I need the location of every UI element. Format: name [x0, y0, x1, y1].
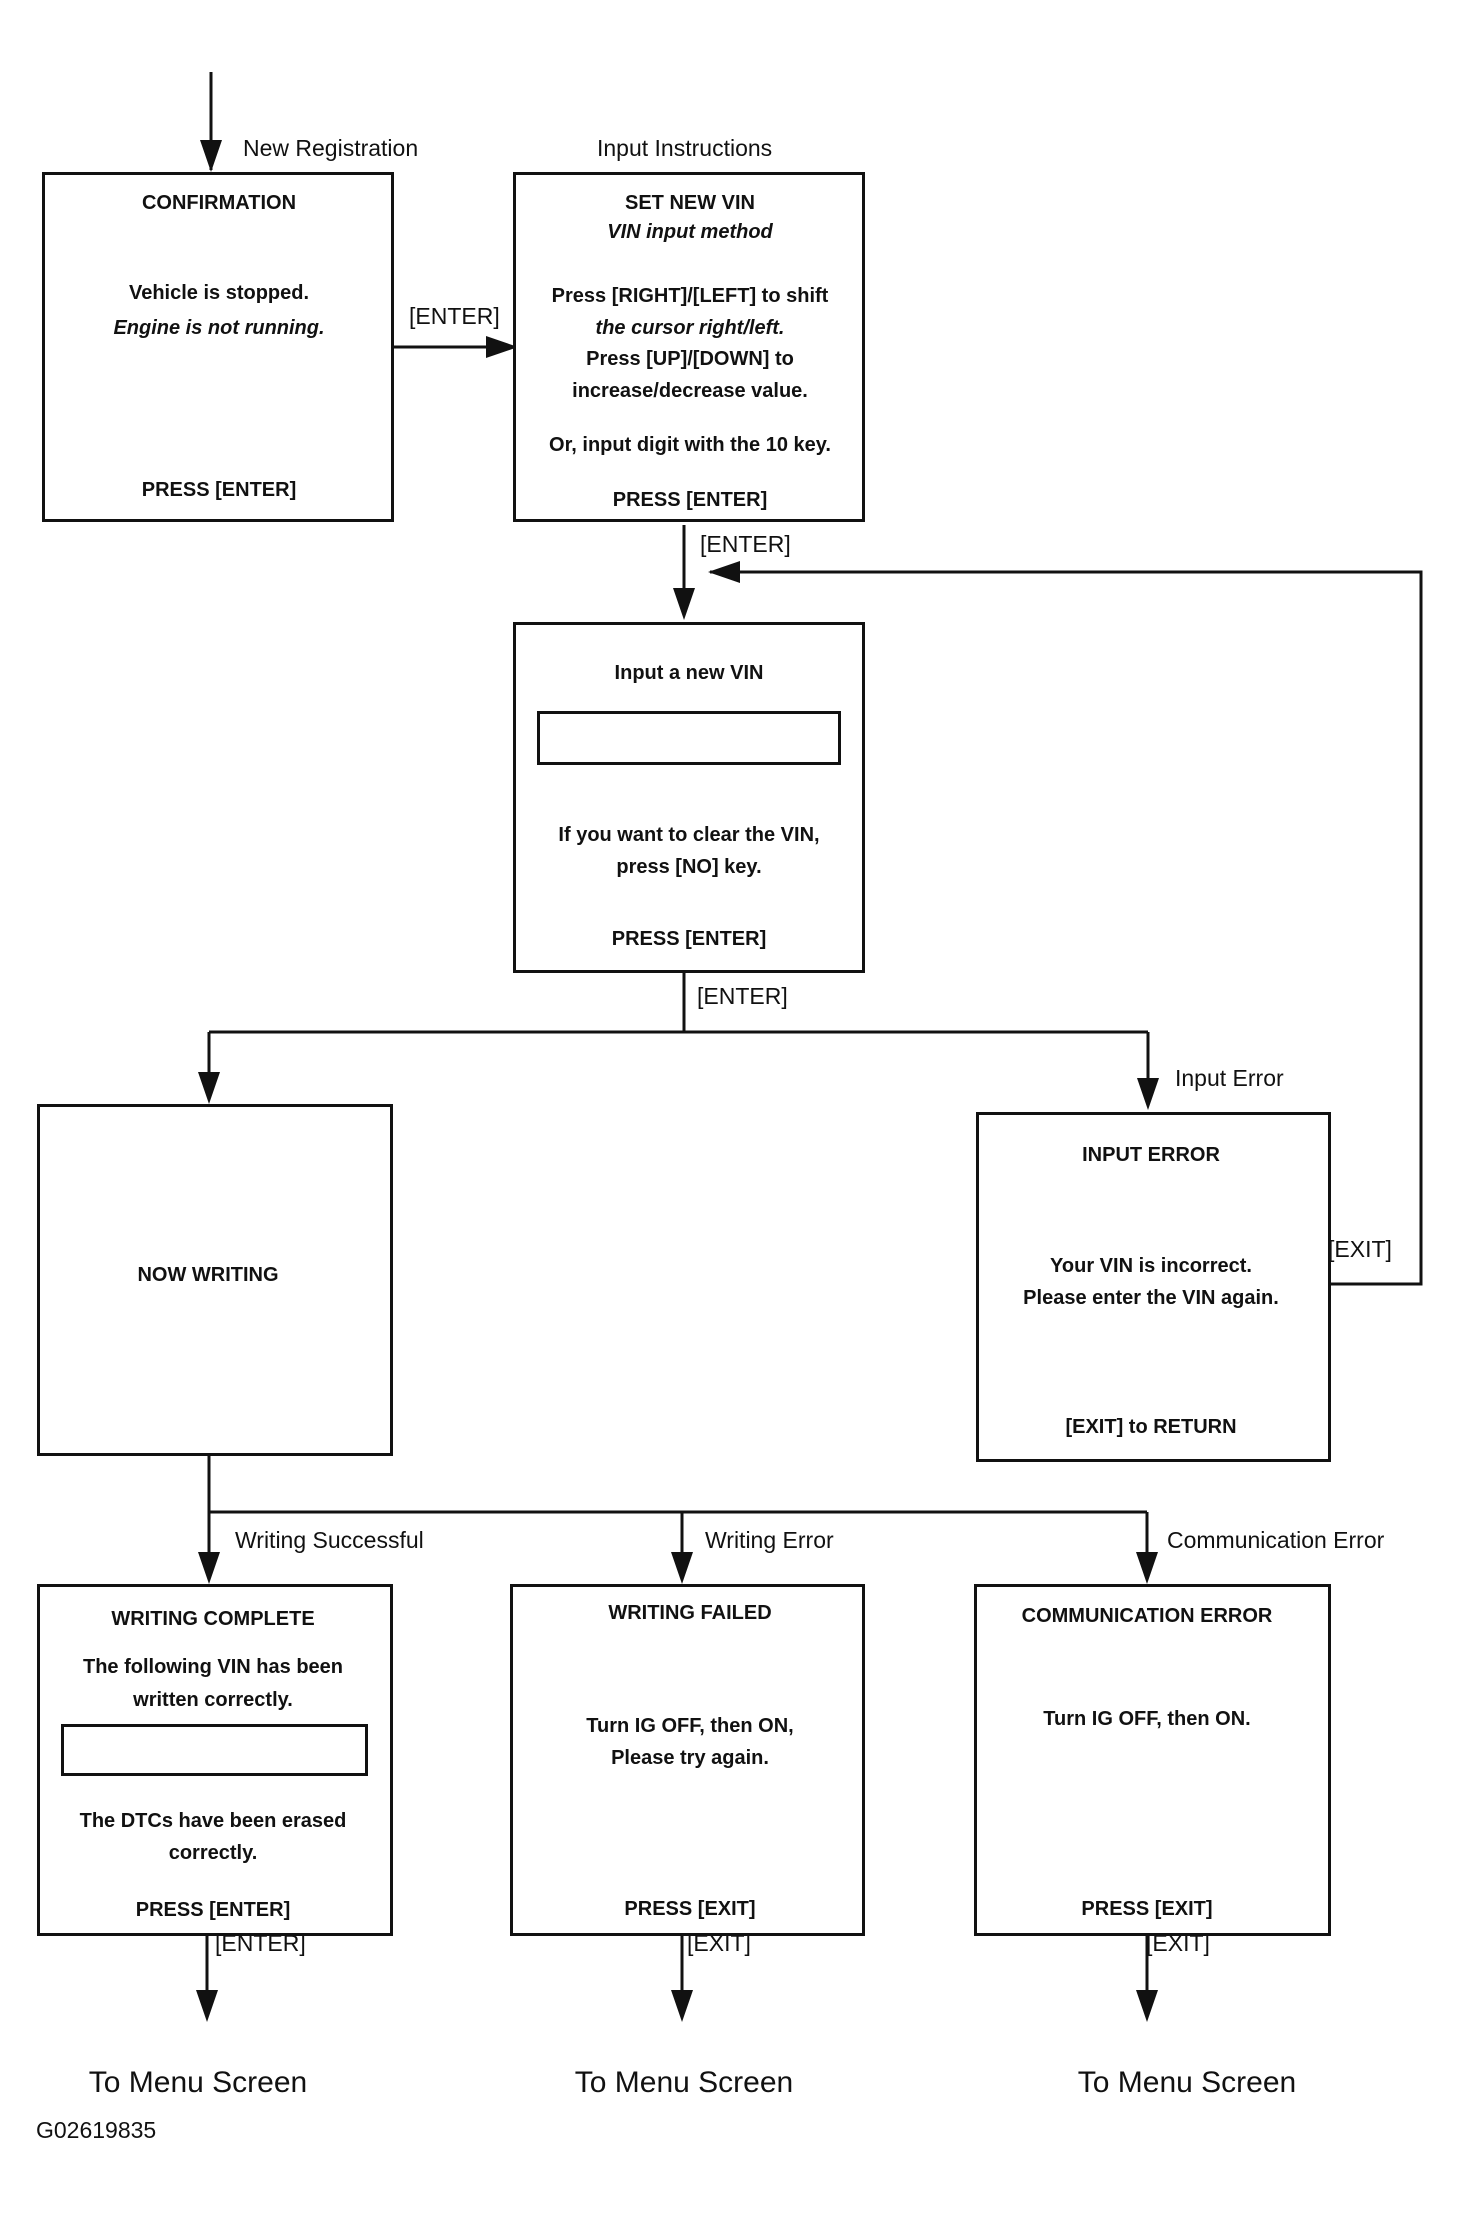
press-prompt: [EXIT] to RETURN	[1065, 1416, 1237, 1438]
screen-text: press [NO] key.	[616, 856, 762, 878]
screen-title: CONFIRMATION	[141, 192, 297, 214]
communication-error-screen: COMMUNICATION ERROR Turn IG OFF, then ON…	[974, 1584, 1331, 1936]
screen-title: NOW WRITING	[137, 1264, 279, 1286]
vin-input-field[interactable]	[537, 711, 841, 765]
screen-title: COMMUNICATION ERROR	[1021, 1605, 1273, 1627]
enter-key-label: [ENTER]	[700, 531, 791, 557]
exit-key-label: [EXIT]	[687, 1930, 751, 1956]
to-menu-screen-label: To Menu Screen	[88, 2066, 308, 2099]
to-menu-screen-label: To Menu Screen	[574, 2066, 794, 2099]
screen-text: increase/decrease value.	[572, 380, 808, 402]
screen-text: correctly.	[168, 1842, 258, 1864]
arrowhead-icon	[1137, 1078, 1159, 1110]
vin-display-field	[61, 1724, 368, 1776]
screen-text: The following VIN has been	[82, 1656, 344, 1678]
input-error-screen: INPUT ERROR Your VIN is incorrect. Pleas…	[976, 1112, 1331, 1462]
input-instructions-label: Input Instructions	[597, 135, 773, 161]
screen-text: the cursor right/left.	[595, 317, 785, 339]
screen-text: Press [RIGHT]/[LEFT] to shift	[551, 285, 829, 307]
new-registration-label: New Registration	[243, 135, 419, 161]
screen-title: WRITING FAILED	[608, 1602, 772, 1624]
press-prompt: PRESS [EXIT]	[624, 1898, 756, 1920]
screen-title: WRITING COMPLETE	[111, 1608, 315, 1630]
writing-complete-screen: WRITING COMPLETE The following VIN has b…	[37, 1584, 393, 1936]
exit-key-label: [EXIT]	[1328, 1236, 1392, 1262]
to-menu-screen-label: To Menu Screen	[1077, 2066, 1297, 2099]
input-vin-screen: Input a new VIN If you want to clear the…	[513, 622, 865, 973]
arrowhead-icon	[1136, 1552, 1158, 1584]
arrowhead-icon	[200, 140, 222, 172]
press-prompt: PRESS [ENTER]	[612, 489, 768, 511]
set-new-vin-screen: SET NEW VIN VIN input method Press [RIGH…	[513, 172, 865, 522]
enter-key-label: [ENTER]	[215, 1930, 306, 1956]
enter-key-label: [ENTER]	[409, 303, 500, 329]
arrowhead-icon	[486, 336, 518, 358]
screen-text: Vehicle is stopped.	[128, 282, 310, 304]
arrowhead-icon	[671, 1552, 693, 1584]
screen-title: Input a new VIN	[614, 662, 764, 684]
writing-failed-screen: WRITING FAILED Turn IG OFF, then ON, Ple…	[510, 1584, 865, 1936]
screen-text: Press [UP]/[DOWN] to	[586, 348, 794, 370]
screen-title: SET NEW VIN	[624, 192, 756, 214]
arrowhead-icon	[196, 1990, 218, 2022]
screen-title: INPUT ERROR	[1082, 1144, 1220, 1166]
press-prompt: PRESS [ENTER]	[141, 479, 297, 501]
screen-text: Please enter the VIN again.	[1023, 1287, 1279, 1309]
writing-error-label: Writing Error	[705, 1527, 834, 1553]
arrowhead-icon	[1136, 1990, 1158, 2022]
writing-successful-label: Writing Successful	[235, 1527, 424, 1553]
figure-id: G02619835	[36, 2117, 157, 2143]
press-prompt: PRESS [ENTER]	[135, 1899, 291, 1921]
screen-subtitle: VIN input method	[607, 221, 773, 243]
screen-text: Please try again.	[611, 1747, 769, 1769]
input-error-label: Input Error	[1175, 1065, 1284, 1091]
screen-text: Or, input digit with the 10 key.	[549, 434, 831, 456]
screen-text: Turn IG OFF, then ON.	[1043, 1708, 1251, 1730]
screen-text: If you want to clear the VIN,	[558, 824, 820, 846]
exit-key-label: [EXIT]	[1146, 1930, 1210, 1956]
press-prompt: PRESS [EXIT]	[1081, 1898, 1213, 1920]
arrowhead-icon	[708, 561, 740, 583]
arrowhead-icon	[673, 588, 695, 620]
press-prompt: PRESS [ENTER]	[611, 928, 767, 950]
screen-text: written correctly.	[133, 1689, 293, 1711]
confirmation-screen: CONFIRMATION Vehicle is stopped. Engine …	[42, 172, 394, 522]
exit-return-line	[710, 570, 1423, 1286]
arrowhead-icon	[671, 1990, 693, 2022]
screen-text: Your VIN is incorrect.	[1050, 1255, 1252, 1277]
arrowhead-icon	[198, 1072, 220, 1104]
screen-text: Turn IG OFF, then ON,	[586, 1715, 794, 1737]
screen-text: The DTCs have been erased	[79, 1810, 347, 1832]
screen-text: Engine is not running.	[113, 317, 325, 339]
enter-key-label: [ENTER]	[697, 983, 788, 1009]
communication-error-label: Communication Error	[1167, 1527, 1385, 1553]
arrowhead-icon	[198, 1552, 220, 1584]
now-writing-screen: NOW WRITING	[37, 1104, 393, 1456]
